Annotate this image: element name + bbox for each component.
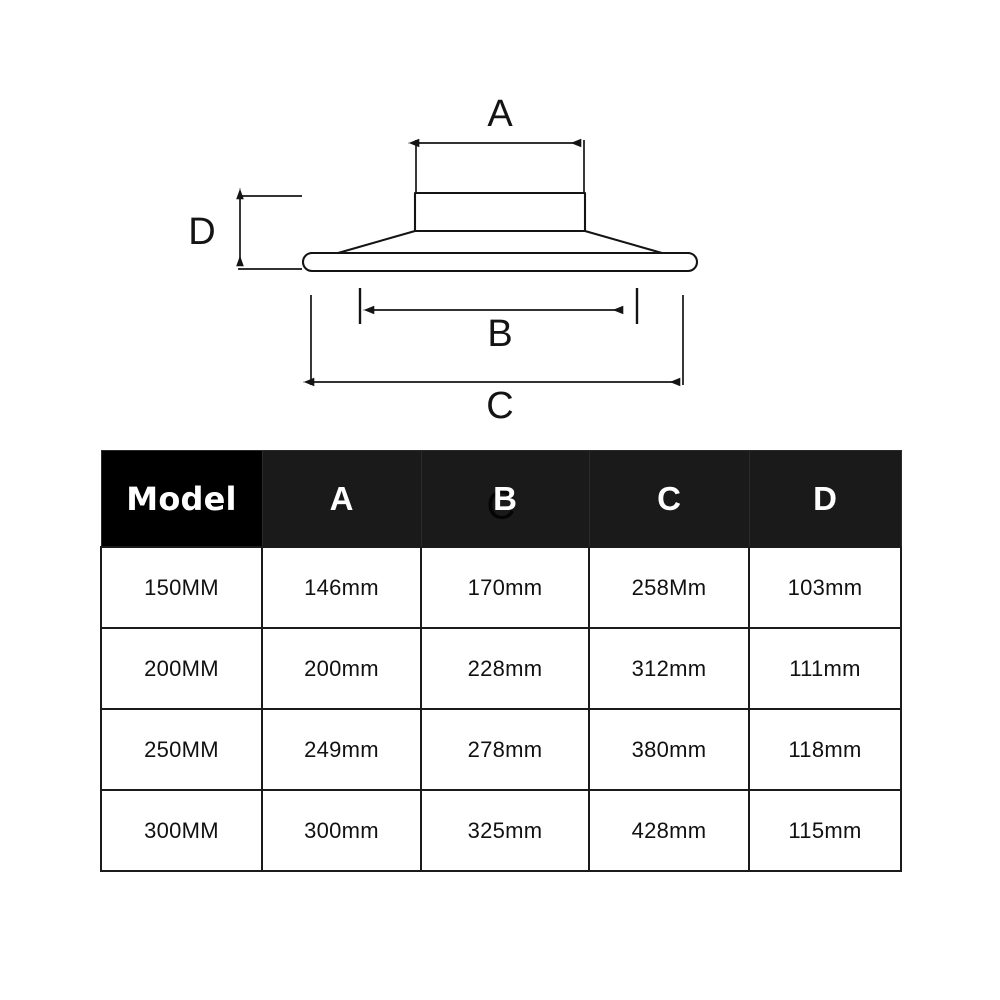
column-header-b: C B bbox=[420, 450, 590, 548]
cell-c: 258Mm bbox=[588, 546, 750, 629]
cell-a: 200mm bbox=[261, 627, 422, 710]
column-header-d-label: D bbox=[813, 479, 837, 517]
dimension-a bbox=[408, 138, 585, 192]
dimension-b-label: B bbox=[487, 313, 512, 355]
cell-model: 200MM bbox=[100, 627, 263, 710]
cell-model: 250MM bbox=[100, 708, 263, 791]
dimension-a-label: A bbox=[487, 93, 513, 135]
cell-c: 312mm bbox=[588, 627, 750, 710]
dimension-c bbox=[303, 295, 684, 387]
table-row: 250MM 249mm 278mm 380mm 118mm bbox=[100, 708, 902, 791]
dimension-b bbox=[358, 288, 639, 324]
cell-model: 150MM bbox=[100, 546, 263, 629]
cell-b: 170mm bbox=[420, 546, 590, 629]
column-header-a: A bbox=[261, 450, 422, 548]
cell-b: 228mm bbox=[420, 627, 590, 710]
cell-d: 111mm bbox=[748, 627, 902, 710]
column-header-c: C bbox=[588, 450, 750, 548]
cell-a: 249mm bbox=[261, 708, 422, 791]
column-header-b-label: B bbox=[493, 479, 517, 517]
cell-c: 428mm bbox=[588, 789, 750, 872]
table-row: 150MM 146mm 170mm 258Mm 103mm bbox=[100, 546, 902, 629]
flange-plate bbox=[301, 251, 699, 273]
table-row: 300MM 300mm 325mm 428mm 115mm bbox=[100, 789, 902, 872]
table-header: Model A C B C D bbox=[100, 450, 902, 548]
product-outline bbox=[301, 191, 699, 273]
cell-b: 278mm bbox=[420, 708, 590, 791]
table-body: 150MM 146mm 170mm 258Mm 103mm 200MM 200m… bbox=[100, 546, 902, 872]
column-header-d: D bbox=[748, 450, 902, 548]
dimension-d-label: D bbox=[188, 211, 215, 253]
table-row: 200MM 200mm 228mm 312mm 111mm bbox=[100, 627, 902, 710]
column-header-model-label: Model bbox=[126, 479, 237, 518]
specification-table: Model A C B C D 150MM 146mm 170mm 258Mm … bbox=[100, 450, 902, 872]
cell-b: 325mm bbox=[420, 789, 590, 872]
cell-a: 300mm bbox=[261, 789, 422, 872]
column-header-c-label: C bbox=[657, 479, 681, 517]
cone-left bbox=[337, 229, 416, 255]
cell-model: 300MM bbox=[100, 789, 263, 872]
column-header-a-label: A bbox=[329, 479, 354, 517]
technical-drawing: A D B C bbox=[0, 0, 1000, 440]
cell-c: 380mm bbox=[588, 708, 750, 791]
cell-d: 118mm bbox=[748, 708, 902, 791]
cell-d: 115mm bbox=[748, 789, 902, 872]
product-cross-section-svg: A D B C bbox=[188, 93, 699, 427]
dimension-d bbox=[236, 188, 302, 270]
cone-right bbox=[584, 229, 663, 255]
table-header-row: Model A C B C D bbox=[100, 450, 902, 548]
cell-d: 103mm bbox=[748, 546, 902, 629]
neck-collar bbox=[413, 191, 587, 233]
cell-a: 146mm bbox=[261, 546, 422, 629]
dimension-c-label: C bbox=[486, 385, 513, 427]
column-header-model: Model bbox=[100, 450, 263, 548]
